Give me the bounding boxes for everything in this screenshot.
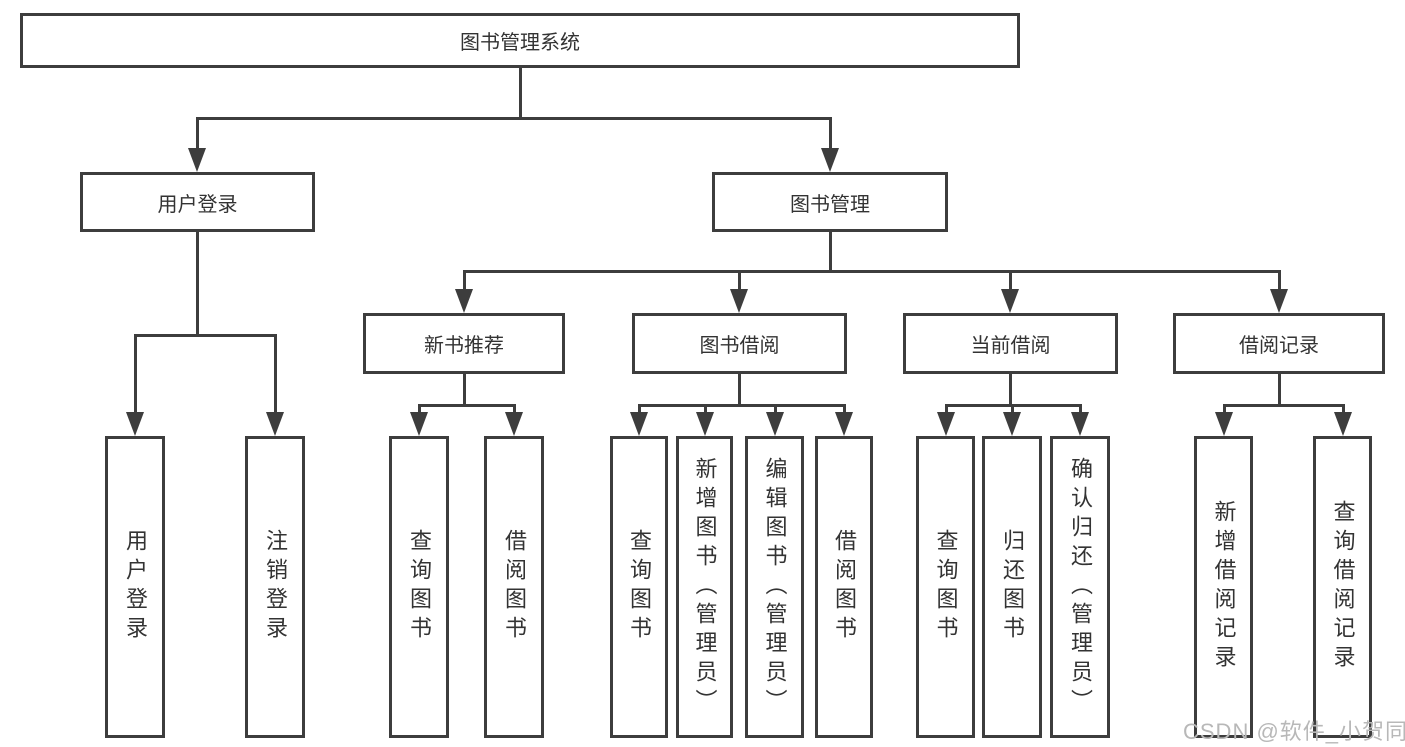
connector-root-hline: [196, 117, 832, 120]
connector-drop-leaf: [1079, 404, 1082, 416]
leaf-borrow-book-rec: 借阅图书: [484, 436, 544, 738]
leaf-return-book: 归还图书: [982, 436, 1042, 738]
arrow-down-icon: [835, 412, 853, 436]
node-root: 图书管理系统: [20, 13, 1020, 68]
leaf-borrow-book: 借阅图书: [815, 436, 873, 738]
leaf-edit-book-admin: 编辑图书（管理员）: [745, 436, 804, 738]
arrow-down-icon: [188, 148, 206, 172]
connector-user-login-hline: [134, 334, 277, 337]
arrow-down-icon: [1071, 412, 1089, 436]
leaf-query-book-borrow: 查询图书: [610, 436, 668, 738]
leaf-query-book-rec: 查询图书: [389, 436, 449, 738]
arrow-down-icon: [505, 412, 523, 436]
connector-new-book-stem: [463, 374, 466, 406]
arrow-down-icon: [1003, 412, 1021, 436]
connector-drop-current-borrow: [1009, 270, 1012, 292]
connector-drop-leaf: [945, 404, 948, 416]
leaf-add-book-admin: 新增图书（管理员）: [676, 436, 733, 738]
node-user-login: 用户登录: [80, 172, 315, 232]
leaf-add-borrow-record: 新增借阅记录: [1194, 436, 1253, 738]
arrow-down-icon: [455, 289, 473, 313]
leaf-query-book-current: 查询图书: [916, 436, 975, 738]
connector-drop-leaf: [1342, 404, 1345, 416]
connector-drop-leaf: [774, 404, 777, 416]
connector-book-mgmt-hline: [463, 270, 1281, 273]
node-book-mgmt: 图书管理: [712, 172, 948, 232]
arrow-down-icon: [1215, 412, 1233, 436]
connector-current-borrow-stem: [1009, 374, 1012, 406]
node-book-borrow: 图书借阅: [632, 313, 847, 374]
leaf-logout: 注销登录: [245, 436, 305, 738]
node-borrow-records: 借阅记录: [1173, 313, 1385, 374]
connector-drop-leaf: [1011, 404, 1014, 416]
connector-book-borrow-stem: [738, 374, 741, 406]
node-new-book-rec: 新书推荐: [363, 313, 565, 374]
leaf-query-borrow-record: 查询借阅记录: [1313, 436, 1372, 738]
arrow-down-icon: [766, 412, 784, 436]
connector-drop-user-login: [196, 117, 199, 151]
connector-new-book-hline: [418, 404, 516, 407]
arrow-down-icon: [126, 412, 144, 436]
connector-drop-borrow-records: [1278, 270, 1281, 292]
connector-book-mgmt-stem: [829, 232, 832, 272]
arrow-down-icon: [730, 289, 748, 313]
leaf-user-login: 用户登录: [105, 436, 165, 738]
connector-drop-leaf: [418, 404, 421, 416]
connector-root-stem: [519, 68, 522, 118]
arrow-down-icon: [1334, 412, 1352, 436]
arrow-down-icon: [937, 412, 955, 436]
arrow-down-icon: [696, 412, 714, 436]
connector-drop-leaf: [274, 334, 277, 414]
connector-drop-book-borrow: [738, 270, 741, 292]
connector-borrow-records-stem: [1278, 374, 1281, 406]
arrow-down-icon: [1001, 289, 1019, 313]
arrow-down-icon: [266, 412, 284, 436]
connector-drop-book-mgmt: [829, 117, 832, 151]
node-current-borrow: 当前借阅: [903, 313, 1118, 374]
connector-drop-leaf: [1223, 404, 1226, 416]
arrow-down-icon: [821, 148, 839, 172]
connector-drop-leaf: [513, 404, 516, 416]
connector-drop-leaf: [704, 404, 707, 416]
connector-borrow-records-hline: [1223, 404, 1345, 407]
connector-drop-leaf: [638, 404, 641, 416]
connector-drop-leaf: [134, 334, 137, 414]
arrow-down-icon: [410, 412, 428, 436]
csdn-watermark: CSDN @软件_小贺同学: [1183, 719, 1405, 744]
connector-book-borrow-hline: [638, 404, 846, 407]
leaf-confirm-return-admin: 确认归还（管理员）: [1050, 436, 1110, 738]
arrow-down-icon: [1270, 289, 1288, 313]
connector-drop-new-book: [463, 270, 466, 292]
connector-user-login-stem: [196, 232, 199, 336]
arrow-down-icon: [630, 412, 648, 436]
connector-drop-leaf: [843, 404, 846, 416]
